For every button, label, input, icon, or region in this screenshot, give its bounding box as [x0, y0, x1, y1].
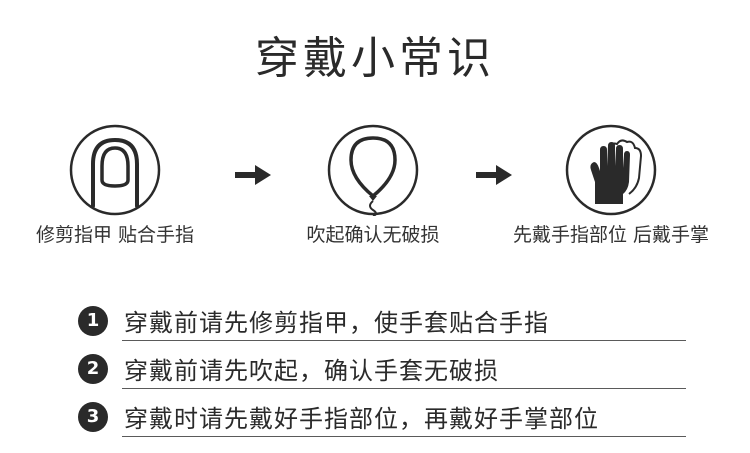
page-title: 穿戴小常识 [255, 33, 495, 84]
list-item: 3 穿戴时请先戴好手指部位，再戴好手掌部位 [78, 399, 686, 444]
glove-icon [565, 124, 657, 216]
balloon-icon [327, 124, 419, 216]
arrow-right-icon [235, 165, 271, 185]
underline-divider [122, 436, 686, 437]
instruction-list: 1 穿戴前请先修剪指甲，使手套贴合手指 2 穿戴前请先吹起，确认手套无破损 3 … [78, 303, 686, 447]
instruction-text: 穿戴前请先修剪指甲，使手套贴合手指 [124, 309, 549, 337]
step-trim-nails: 修剪指甲 贴合手指 [0, 124, 230, 247]
step-inflate-check: 吹起确认无破损 [258, 124, 488, 247]
step-number-badge: 3 [78, 402, 108, 432]
instruction-text: 穿戴时请先戴好手指部位，再戴好手掌部位 [124, 405, 599, 433]
step-number-badge: 2 [78, 354, 108, 384]
trimmed-nail-icon [69, 124, 161, 216]
step-caption: 修剪指甲 贴合手指 [35, 224, 195, 246]
arrow-right-icon [476, 165, 512, 185]
step-caption: 先戴手指部位 后戴手掌 [512, 224, 710, 246]
underline-divider [122, 340, 686, 341]
step-caption: 吹起确认无破损 [306, 224, 440, 246]
step-wear-fingers-first: 先戴手指部位 后戴手掌 [496, 124, 726, 247]
list-item: 1 穿戴前请先修剪指甲，使手套贴合手指 [78, 303, 686, 348]
instruction-text: 穿戴前请先吹起，确认手套无破损 [124, 357, 499, 385]
underline-divider [122, 388, 686, 389]
list-item: 2 穿戴前请先吹起，确认手套无破损 [78, 351, 686, 396]
step-number-badge: 1 [78, 306, 108, 336]
